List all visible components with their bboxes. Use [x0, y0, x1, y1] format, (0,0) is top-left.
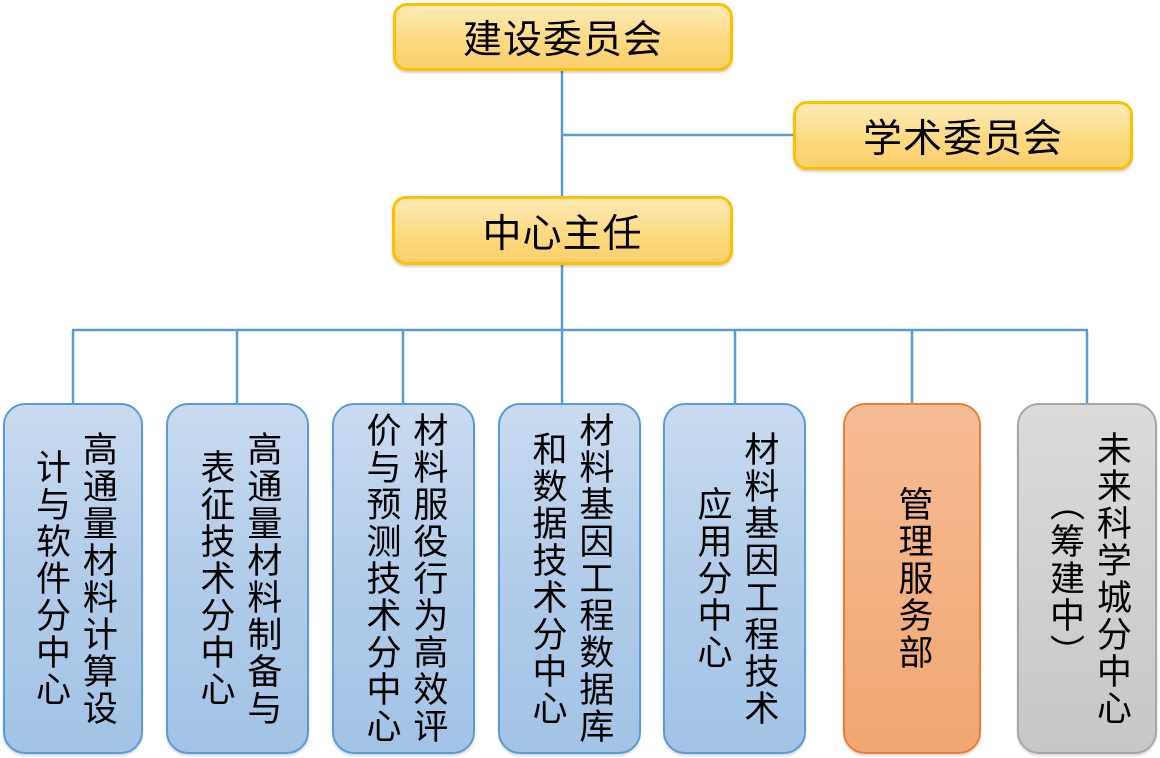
node-academic-committee: 学术委员会: [793, 101, 1133, 170]
node-center-director-label: 中心主任: [482, 212, 643, 256]
node-dept-management-service-label: 管理服务部: [893, 486, 933, 671]
node-dept-preparation-characterization-label: 高通量材料制备与 表征技术分中心: [195, 430, 282, 727]
node-dept-technology-application: 材料基因工程技术 应用分中心: [663, 403, 806, 754]
node-dept-computing-design-software: 高通量材料计算设 计与软件分中心: [3, 403, 143, 754]
node-center-director: 中心主任: [392, 196, 733, 265]
node-dept-database-data-technology-label: 材料基因工程数据库 和数据技术分中心: [527, 412, 614, 745]
node-dept-technology-application-label: 材料基因工程技术 应用分中心: [692, 430, 779, 727]
node-dept-computing-design-software-label: 高通量材料计算设 计与软件分中心: [31, 430, 117, 727]
node-dept-preparation-characterization: 高通量材料制备与 表征技术分中心: [166, 403, 309, 754]
node-dept-service-evaluation-prediction: 材料服役行为高效评 价与预测技术分中心: [332, 403, 475, 754]
node-dept-management-service: 管理服务部: [843, 403, 981, 754]
node-construction-committee-label: 建设委员会: [462, 19, 663, 62]
node-dept-service-evaluation-prediction-label: 材料服役行为高效评 价与预测技术分中心: [361, 412, 448, 745]
node-construction-committee: 建设委员会: [393, 3, 733, 71]
node-dept-database-data-technology: 材料基因工程数据库 和数据技术分中心: [498, 403, 641, 754]
node-dept-future-science-city-label: 未来科学城分中心 （筹建中）: [1045, 430, 1131, 727]
node-dept-future-science-city: 未来科学城分中心 （筹建中）: [1017, 403, 1157, 754]
node-academic-committee-label: 学术委员会: [862, 117, 1063, 161]
